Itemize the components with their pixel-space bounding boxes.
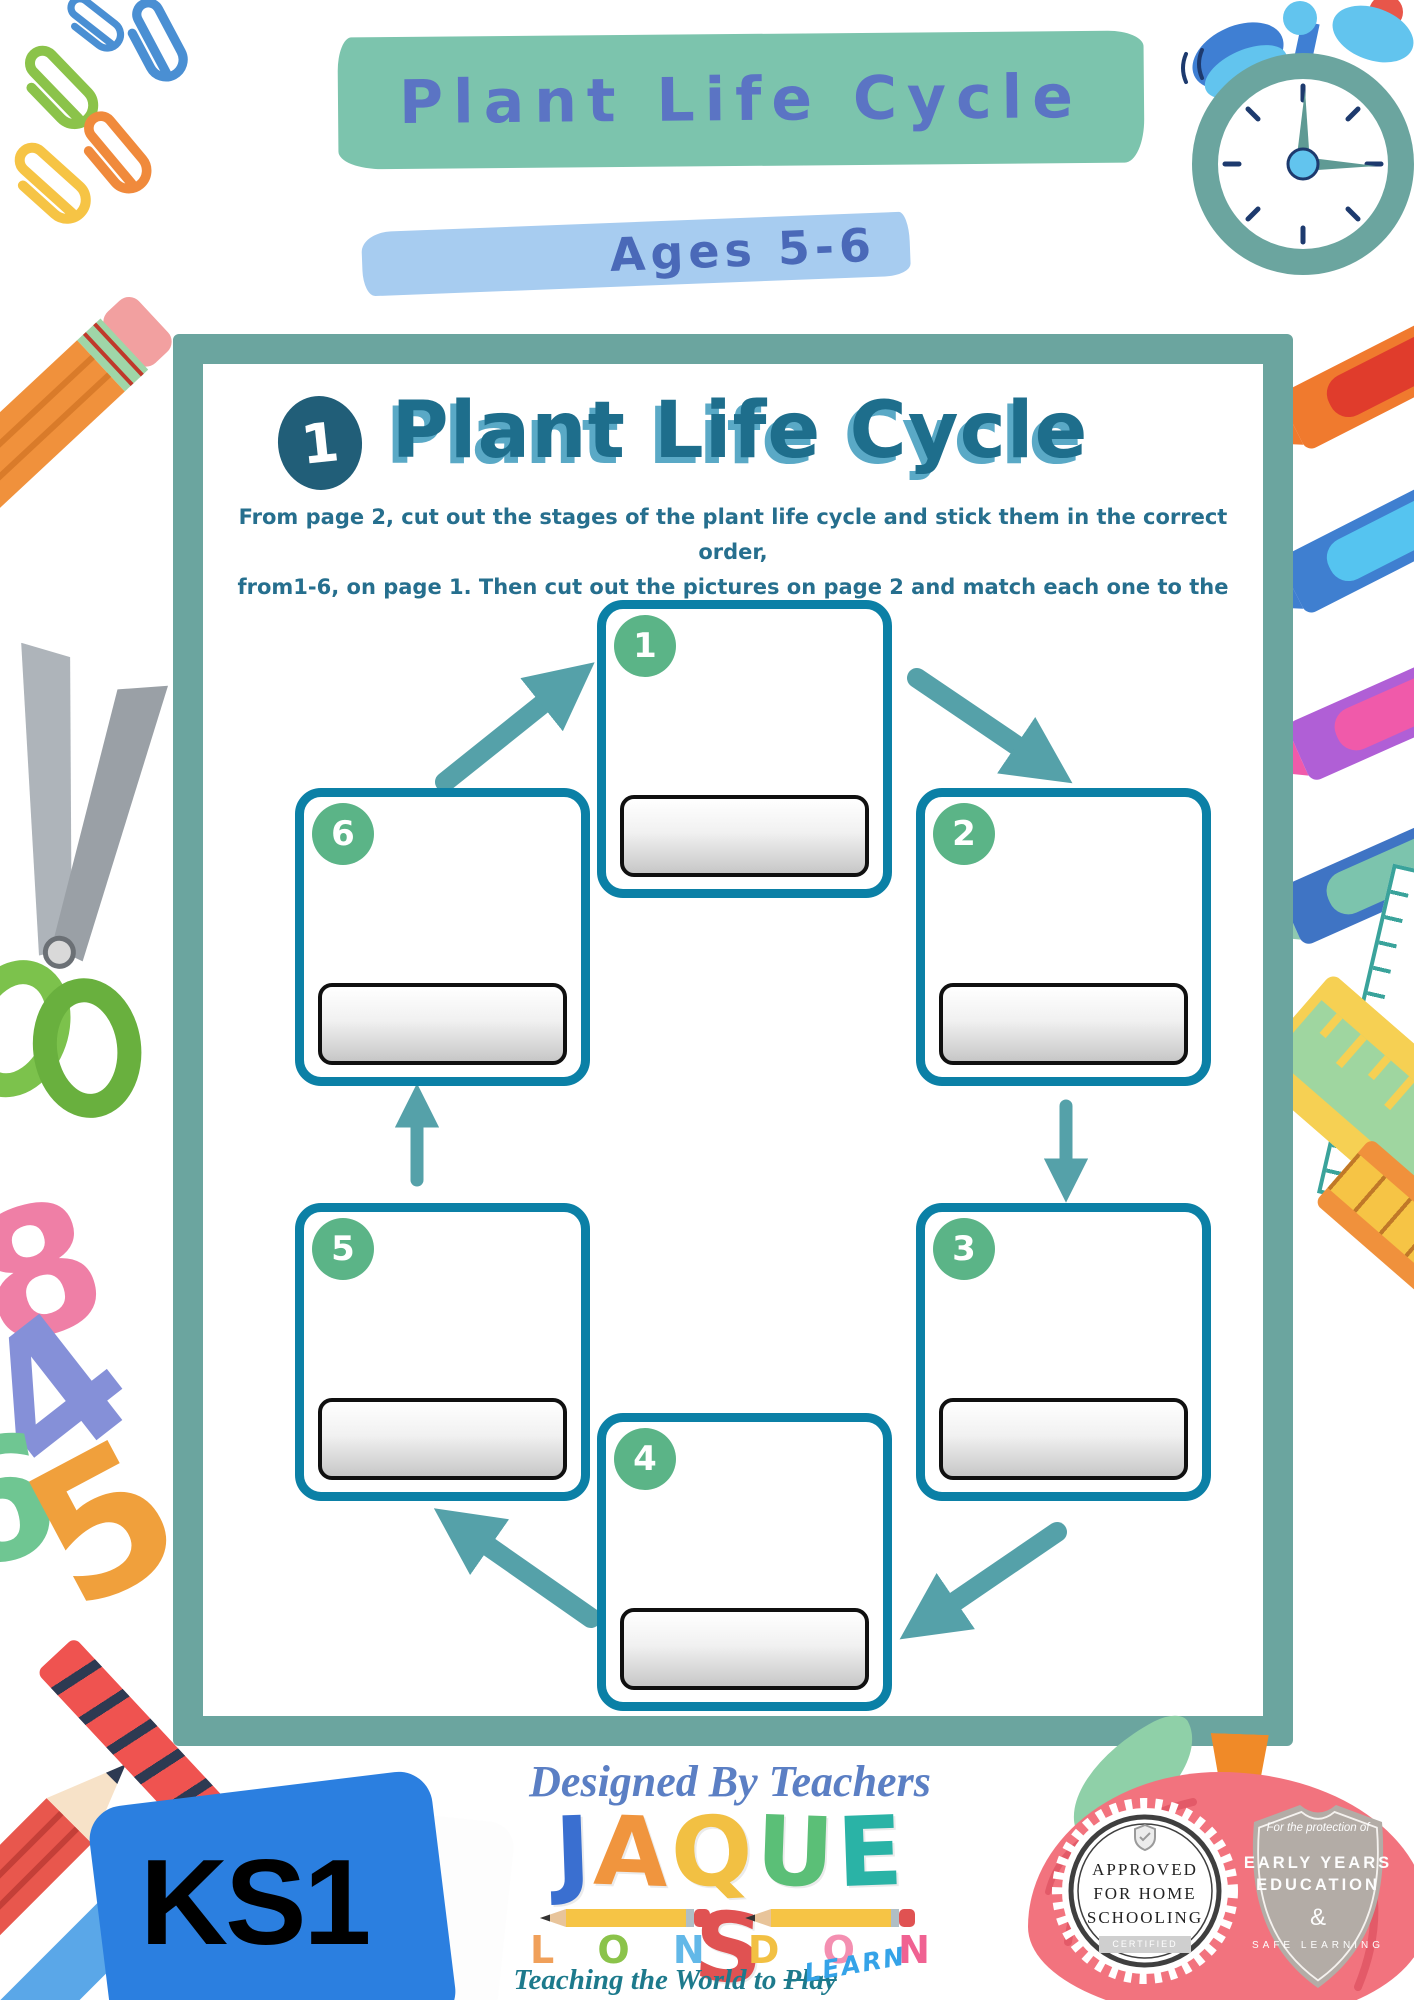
stage-box-1: 1 (597, 600, 892, 898)
ruler-icon (1314, 1137, 1414, 1453)
shield-title-line: EDUCATION (1256, 1876, 1380, 1894)
instructions-line: From page 2, cut out the stages of the p… (238, 505, 1228, 564)
paperclip-icon (75, 111, 154, 196)
pencil-divider-icon (540, 1909, 915, 1927)
stage-number-badge: 2 (933, 803, 995, 865)
stage-number-badge: 4 (614, 1428, 676, 1490)
stage-number-badge: 5 (312, 1218, 374, 1280)
stamp-line: APPROVED (1092, 1860, 1198, 1879)
shield-subtitle: SAFE LEARNING (1251, 1940, 1385, 1951)
ages-label: Ages 5-6 (608, 217, 877, 282)
worksheet-title: Plant Life Cycle (391, 386, 1089, 476)
shield-protection-text: For the protection of (1266, 1822, 1370, 1834)
tagline-prefix: Teaching the World to (513, 1964, 777, 1996)
stage-box-5: 5 (295, 1203, 590, 1501)
stage-number-badge: 1 (614, 615, 676, 677)
stage-number-badge: 3 (933, 1218, 995, 1280)
stage-box-6: 6 (295, 788, 590, 1086)
stage-box-2: 2 (916, 788, 1211, 1086)
shield-ampersand: & (1309, 1904, 1326, 1931)
shield-title-line: EARLY YEARS (1243, 1854, 1393, 1872)
shield-icon (1252, 1805, 1384, 1988)
stage-label-strip (620, 1608, 869, 1690)
key-stage-label: KS1 (140, 1834, 371, 1970)
paperclip-icon (62, 0, 126, 54)
stamp-line: FOR HOME (1093, 1884, 1197, 1903)
step-number: 1 (298, 409, 342, 477)
paperclip-cluster-icon (0, 0, 270, 290)
designed-by-teachers-text: Designed By Teachers (529, 1757, 931, 1806)
stage-label-strip (939, 1398, 1188, 1480)
stage-box-3: 3 (916, 1203, 1211, 1501)
scissors-icon (0, 642, 168, 1118)
ages-banner: Ages 5-6 (360, 211, 912, 297)
alarm-clock-icon (1181, 0, 1414, 275)
pencil-icon (0, 1764, 126, 2000)
stage-box-4: 4 (597, 1413, 892, 1711)
brand-tagline: Teaching the World to Play LEARN (500, 1941, 960, 1997)
title-banner: Plant Life Cycle (337, 30, 1145, 170)
stamp-line: SCHOOLING (1086, 1908, 1204, 1927)
stage-label-strip (939, 983, 1188, 1065)
certified-ribbon: CERTIFIED (1099, 1936, 1191, 1953)
early-years-shield: For the protection of EARLY YEARS EDUCAT… (1238, 1792, 1398, 1992)
stage-number-badge: 6 (312, 803, 374, 865)
stage-label-strip (318, 1398, 567, 1480)
pencil-icon (0, 296, 172, 568)
paperclip-icon (6, 143, 93, 227)
stage-label-strip (620, 795, 869, 877)
stage-label-strip (318, 983, 567, 1065)
tagline-struck-word: Play (783, 1964, 837, 1996)
ruler-icon (1251, 976, 1414, 1290)
approved-stamp: APPROVED FOR HOME SCHOOLING CERTIFIED (1052, 1798, 1238, 1984)
stamp-shield-icon (1134, 1823, 1156, 1852)
page-title: Plant Life Cycle (398, 62, 1084, 138)
paperclip-icon (123, 0, 190, 83)
